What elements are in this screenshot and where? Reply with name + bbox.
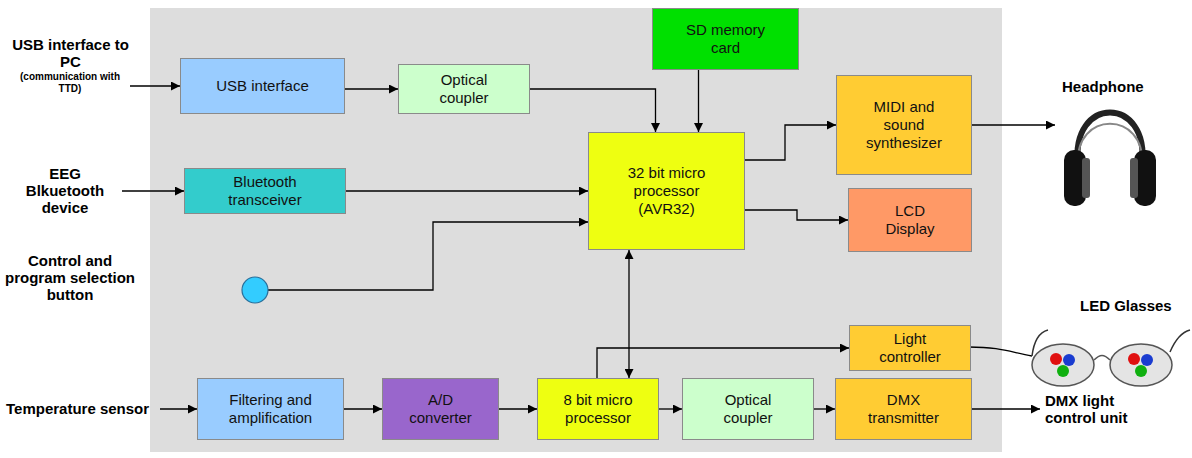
filter-box: Filtering and amplification	[197, 378, 344, 440]
signal-arrow	[597, 348, 849, 378]
box-text-group: SD memory card	[678, 21, 773, 57]
signal-arrow	[698, 70, 699, 132]
box-text-group: 32 bit micro processor (AVR32)	[617, 164, 716, 218]
box-label: MIDI and sound synthesizer	[862, 98, 946, 152]
output-label-text: DMX light control unit	[1045, 392, 1128, 426]
signal-arrow	[499, 408, 537, 409]
box-text-group: Optical coupler	[708, 391, 788, 427]
box-text-group: Optical coupler	[424, 71, 504, 107]
signal-arrow	[745, 210, 848, 220]
signal-arrow	[345, 88, 398, 89]
box-label: SD memory card	[678, 21, 773, 57]
box-label: USB interface	[216, 77, 309, 95]
signal-arrow	[346, 190, 588, 191]
processor-box: 8 bit micro processor	[537, 378, 659, 440]
box-text-group: USB interface	[216, 77, 309, 95]
output-wire	[970, 124, 1055, 125]
signal-arrow	[530, 89, 656, 132]
signal-arrow	[814, 408, 835, 409]
port-label-text: Temperature sensor	[6, 400, 149, 417]
box-text-group: A/D converter	[403, 391, 478, 427]
box-text-group: DMX transmitter	[861, 391, 946, 427]
device-panel	[150, 8, 1002, 452]
port-label-text: EEG Blkuetooth device	[26, 165, 104, 216]
port-note-text: (communication with TTD)	[20, 71, 120, 94]
output-wire	[970, 408, 1040, 409]
box-label: Optical coupler	[708, 391, 788, 427]
box-text-group: LCD Display	[874, 202, 946, 238]
box-label: 32 bit micro processor (AVR32)	[617, 164, 716, 218]
input-wire	[160, 408, 197, 409]
port-label: Temperature sensor	[6, 400, 156, 417]
display-box: LCD Display	[848, 188, 972, 252]
synth-box: MIDI and sound synthesizer	[836, 75, 972, 175]
box-label: A/D converter	[403, 391, 478, 427]
box-text-group: 8 bit micro processor	[553, 391, 643, 427]
box-label: Optical coupler	[424, 71, 504, 107]
signal-arrow	[628, 250, 629, 378]
input-wire	[130, 85, 180, 86]
box-label: 8 bit micro processor	[553, 391, 643, 427]
output-label-text: LED Glasses	[1080, 297, 1172, 314]
output-label-text: Headphone	[1062, 78, 1144, 95]
port-label: Control and program selection button	[4, 252, 136, 303]
port-label: USB interface to PC	[8, 36, 133, 70]
led-glasses-icon	[1032, 330, 1190, 386]
signal-arrow	[344, 408, 382, 409]
box-text-group: MIDI and sound synthesizer	[862, 98, 946, 152]
coupler-box: Optical coupler	[682, 378, 814, 440]
output-label: Headphone	[1062, 78, 1182, 95]
interface-box: USB interface	[180, 58, 345, 114]
port-note: (communication with TTD)	[20, 71, 120, 95]
input-wire	[122, 190, 184, 191]
converter-box: A/D converter	[382, 378, 499, 440]
box-label: Light controller	[870, 330, 950, 366]
port-label: EEG Blkuetooth device	[15, 165, 115, 216]
output-label: LED Glasses	[1080, 297, 1190, 314]
coupler-box: Optical coupler	[398, 64, 530, 114]
box-label: Bluetooth transceiver	[215, 173, 315, 209]
box-label: Filtering and amplification	[208, 391, 333, 427]
output-label: DMX light control unit	[1045, 392, 1165, 426]
button-wire	[268, 222, 588, 290]
box-text-group: Light controller	[870, 330, 950, 366]
controller-box: Light controller	[849, 325, 971, 371]
transmitter-box: DMX transmitter	[835, 378, 972, 440]
transceiver-box: Bluetooth transceiver	[184, 168, 346, 214]
box-text-group: Bluetooth transceiver	[215, 173, 315, 209]
port-label-text: Control and program selection button	[5, 252, 135, 303]
memory-box: SD memory card	[652, 8, 799, 70]
processor-box: 32 bit micro processor (AVR32)	[588, 132, 745, 250]
box-label: DMX transmitter	[861, 391, 946, 427]
box-label: LCD Display	[874, 202, 946, 238]
signal-arrow	[745, 125, 836, 160]
output-wire	[969, 347, 1032, 356]
signal-arrow	[659, 408, 682, 409]
button-symbol	[242, 277, 268, 303]
port-label-text: USB interface to PC	[12, 36, 129, 70]
box-text-group: Filtering and amplification	[208, 391, 333, 427]
headphone-icon	[1064, 113, 1156, 207]
